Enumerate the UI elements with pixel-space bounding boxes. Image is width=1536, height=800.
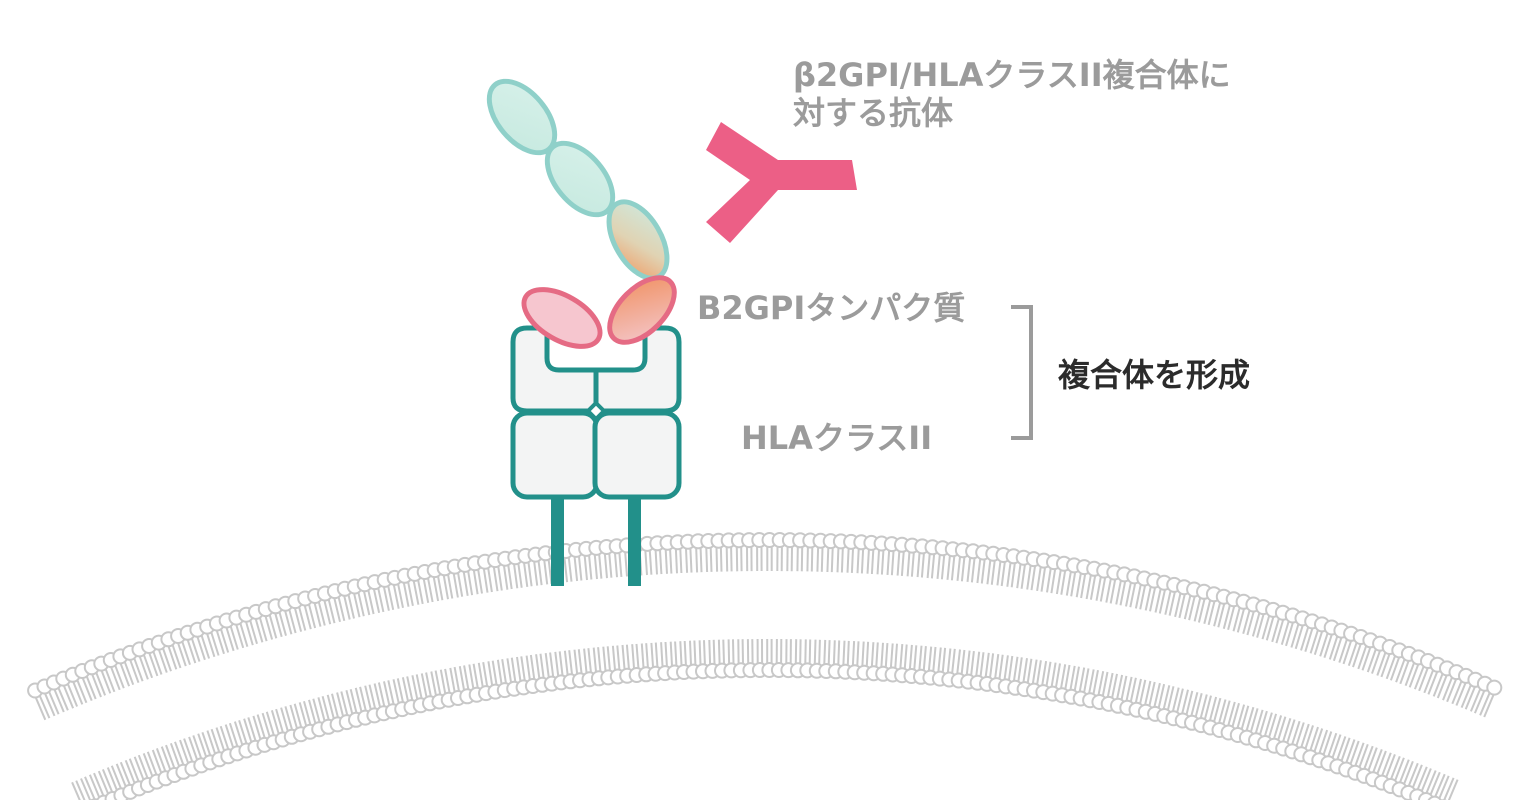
lipid [1395, 645, 1417, 685]
lipid [71, 780, 86, 800]
antibody-label-line1: β2GPI/HLAクラスII複合体に [793, 56, 1231, 94]
lipid [1115, 566, 1133, 606]
hla-stalk-right [628, 498, 641, 586]
lipid [1442, 664, 1465, 703]
lipid [1035, 552, 1052, 592]
lipid [197, 731, 219, 771]
lipid [1065, 557, 1083, 597]
lipid [1440, 777, 1459, 800]
hla-class2-label: HLAクラスII [741, 419, 933, 457]
complex-formation-label: 複合体を形成 [1058, 356, 1251, 394]
b2gpi-domain-2 [544, 140, 616, 218]
lipid [160, 744, 183, 783]
lipid [1347, 742, 1369, 781]
b2gpi-protein-label: B2GPIタンパク質 [697, 289, 966, 327]
hla-class2-molecule [510, 325, 682, 586]
hla-junction [585, 400, 607, 422]
lipid [189, 621, 211, 661]
antibody-label-line2: 対する抗体 [793, 94, 954, 132]
hla-stalk-left [551, 498, 564, 586]
b2gpi-protein [486, 78, 677, 349]
lipid [1404, 649, 1427, 688]
cell-membrane [27, 532, 1503, 800]
hla-peptide-groove [510, 325, 682, 414]
lipid [1257, 712, 1278, 751]
hla-domain-bottom-left [510, 410, 600, 500]
lipid [456, 556, 474, 596]
lipid [1460, 671, 1484, 710]
lipid [1220, 701, 1240, 741]
complex-bracket [1011, 305, 1033, 440]
lipid [356, 576, 375, 616]
lipid [169, 741, 192, 780]
hla-domain-bottom-right [592, 410, 682, 500]
lipid [487, 660, 504, 700]
lipid [289, 703, 309, 743]
lipid [364, 684, 383, 724]
antibody-label: β2GPI/HLAクラスII複合体に 対する抗体 [793, 56, 1231, 132]
lipid [1338, 739, 1360, 778]
lipid [1479, 679, 1503, 718]
lipid [1418, 770, 1441, 800]
b2gpi-domain-5 [607, 275, 677, 345]
lipid [1427, 773, 1450, 800]
lipid [1400, 762, 1423, 800]
antibody-icon [706, 122, 857, 243]
lipid [115, 761, 139, 800]
lipid [179, 624, 201, 664]
b2gpi-domain-4 [521, 287, 603, 349]
lipid [1174, 579, 1193, 619]
